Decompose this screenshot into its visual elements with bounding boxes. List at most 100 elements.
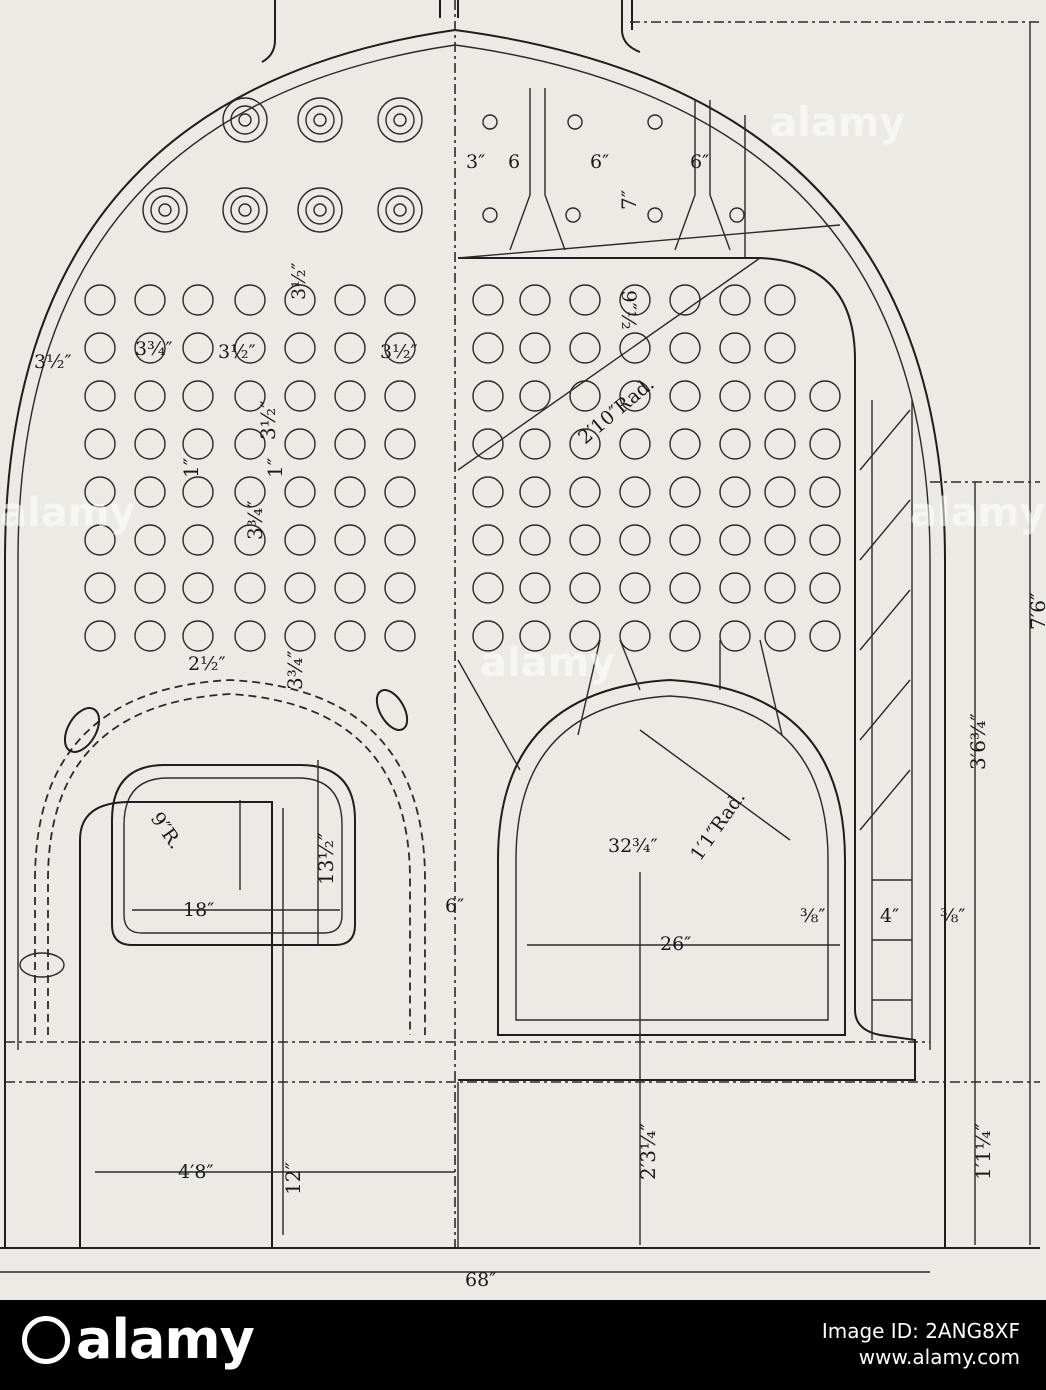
hex-stay xyxy=(142,187,188,233)
tube xyxy=(384,380,416,412)
dim-vert-pitch-b: 3¾″ xyxy=(243,500,267,540)
boiler-section-drawing: 68″ 4′8″ 12″ 2′3¼″ 1′1¼″ 7′6″ 3′6¾″ 18″ … xyxy=(0,0,1046,1291)
tube xyxy=(284,428,316,460)
dim-upper-height: 3′6¾″ xyxy=(966,713,990,770)
watermark-brand-3: alamy xyxy=(480,640,616,686)
tube xyxy=(284,572,316,604)
tube xyxy=(182,380,214,412)
dim-vert-pitch-a: 3½″ xyxy=(256,400,280,440)
dim-tube-gap: 1″ xyxy=(179,458,203,478)
tube xyxy=(284,476,316,508)
dim-base-height: 12″ xyxy=(281,1162,305,1195)
tube xyxy=(764,284,796,316)
dim-stay-6c: 6″ xyxy=(690,151,709,173)
dome-right xyxy=(621,0,641,53)
tube xyxy=(809,572,841,604)
tube xyxy=(764,572,796,604)
tube xyxy=(284,332,316,364)
tube xyxy=(519,524,551,556)
watermark-brand-2: alamy xyxy=(0,490,136,536)
tube xyxy=(284,284,316,316)
tube xyxy=(234,428,266,460)
fire-door-frame xyxy=(111,764,356,946)
hex-stay-inner xyxy=(305,105,335,135)
dim-door-radius: 9″R. xyxy=(146,808,187,853)
drawing-plate: 68″ 4′8″ 12″ 2′3¼″ 1′1¼″ 7′6″ 3′6¾″ 18″ … xyxy=(0,0,1046,1291)
tube xyxy=(234,620,266,652)
dim-overall-width: 68″ xyxy=(465,1269,496,1291)
tube xyxy=(134,476,166,508)
tube xyxy=(84,524,116,556)
tube xyxy=(809,524,841,556)
tube xyxy=(719,572,751,604)
tube xyxy=(669,572,701,604)
tube xyxy=(619,428,651,460)
dim-pit-depth: 2′3¼″ xyxy=(636,1123,660,1180)
hex-stay-inner xyxy=(230,195,260,225)
tube xyxy=(134,620,166,652)
tube xyxy=(719,284,751,316)
tube xyxy=(764,476,796,508)
tube xyxy=(669,476,701,508)
tube xyxy=(134,572,166,604)
tube xyxy=(84,572,116,604)
dim-door-width: 18″ xyxy=(183,899,214,921)
tube xyxy=(234,572,266,604)
tube xyxy=(764,380,796,412)
tube xyxy=(472,572,504,604)
image-id-label: Image ID: 2ANG8XF xyxy=(821,1319,1020,1343)
tube xyxy=(234,380,266,412)
tube xyxy=(569,620,601,652)
tube xyxy=(134,284,166,316)
tube xyxy=(134,380,166,412)
tube xyxy=(569,428,601,460)
hex-stay xyxy=(297,187,343,233)
tube xyxy=(669,524,701,556)
hex-stay-nut xyxy=(238,203,252,217)
hex-stay-inner xyxy=(230,105,260,135)
washout-plug-right xyxy=(375,689,409,731)
tube xyxy=(384,284,416,316)
tube xyxy=(384,476,416,508)
dim-tube-pitch-d: 3½″ xyxy=(288,262,310,300)
washout-plug-left xyxy=(63,707,101,753)
tube xyxy=(84,284,116,316)
fire-door-dashed xyxy=(34,679,426,1035)
tube xyxy=(334,620,366,652)
dim-base-width: 4′8″ xyxy=(178,1161,214,1183)
hex-stay xyxy=(222,97,268,143)
tube xyxy=(334,380,366,412)
hex-stay-nut xyxy=(238,113,252,127)
tube xyxy=(334,476,366,508)
tube xyxy=(334,524,366,556)
tube xyxy=(764,524,796,556)
tube xyxy=(284,620,316,652)
firebox-braces xyxy=(457,639,783,771)
tube xyxy=(384,332,416,364)
tube xyxy=(284,380,316,412)
dim-tube-pitch-a: 3½″ xyxy=(34,351,72,373)
dome-left xyxy=(261,0,276,63)
tube xyxy=(719,428,751,460)
watermark-footer: alamy Image ID: 2ANG8XF www.alamy.com xyxy=(0,1300,1046,1390)
dim-plate-a: ⅜″ xyxy=(800,905,826,927)
hex-stay-inner xyxy=(150,195,180,225)
tube xyxy=(182,284,214,316)
tube xyxy=(384,572,416,604)
tube xyxy=(182,524,214,556)
tube xyxy=(234,476,266,508)
tube xyxy=(334,428,366,460)
tube xyxy=(619,332,651,364)
tube xyxy=(84,620,116,652)
tube xyxy=(182,620,214,652)
dim-firebox-radius: 1′1″Rad. xyxy=(686,787,750,865)
tube xyxy=(234,524,266,556)
tube xyxy=(84,476,116,508)
tube xyxy=(809,380,841,412)
brand-mark-icon xyxy=(22,1316,70,1364)
site-url: www.alamy.com xyxy=(858,1345,1020,1369)
tube xyxy=(519,284,551,316)
tube xyxy=(764,428,796,460)
tube xyxy=(182,476,214,508)
tube xyxy=(669,332,701,364)
